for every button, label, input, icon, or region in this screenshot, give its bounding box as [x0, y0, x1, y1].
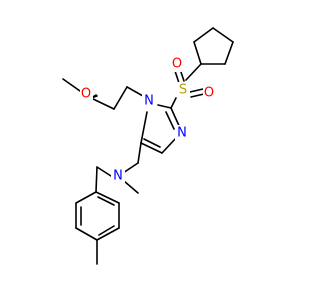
- bond-c4-c5-b: [143, 138, 161, 148]
- atom-bg-amine-n: [111, 168, 125, 184]
- bond-chain-2-3: [90, 97, 115, 110]
- atom-bg-o-upper: [171, 56, 184, 72]
- bond-ar-inner-2: [98, 225, 115, 236]
- sulfonyl-oxygen-upper-label: O: [172, 57, 182, 72]
- bond-c5-ch2: [137, 142, 142, 164]
- bond-ar-1: [75, 191, 97, 204]
- bond-c2-n3-a: [170, 107, 181, 129]
- bond-cyclopentyl-2: [193, 27, 214, 43]
- bond-ch2-n: [122, 162, 139, 174]
- bond-ar-6: [95, 191, 120, 204]
- bond-ar-3: [75, 227, 98, 241]
- bond-ar-inner-3: [97, 196, 115, 206]
- bond-s-o-lower-b: [190, 93, 205, 98]
- bond-cyclopentyl-1: [193, 41, 202, 65]
- bonds: [62, 27, 234, 265]
- molecule-structure-diagram: S O O N N O N: [62, 27, 234, 265]
- atom-bg-n1: [142, 93, 156, 109]
- bond-cyclopentyl-s: [185, 63, 202, 81]
- atom-bg-n3: [175, 125, 189, 141]
- bond-n-benzyl-ch2: [96, 166, 112, 177]
- atom-bg-s: [177, 82, 190, 98]
- bond-n3-c4: [161, 136, 178, 154]
- atom-labels: S O O N N O N: [80, 56, 216, 184]
- bond-n-methyl: [123, 180, 139, 194]
- atom-bg-methoxy-o: [80, 86, 93, 102]
- bond-n1-chain-1: [126, 86, 144, 97]
- sulfonyl-oxygen-lower-label: O: [204, 86, 214, 101]
- bond-benzyl-ch2-ring: [95, 166, 98, 193]
- bond-s-c2: [170, 97, 177, 109]
- sulfur-atom-label: S: [179, 83, 187, 98]
- bond-cyclopentyl-3: [212, 27, 234, 43]
- imidazole-n3-label: N: [177, 126, 187, 141]
- bond-s-o-lower-a: [189, 88, 204, 93]
- bond-chain-1-2: [113, 86, 128, 110]
- atom-bg-o-lower: [203, 85, 216, 101]
- bond-cyclopentyl-4: [224, 41, 234, 65]
- bond-c2-n1: [157, 104, 172, 109]
- bond-c5-n1: [140, 111, 148, 144]
- imidazole-n1-label: N: [144, 94, 154, 109]
- bond-ar-4: [96, 227, 120, 241]
- bond-o-methyl: [62, 78, 81, 92]
- methoxy-oxygen-label: O: [81, 87, 91, 102]
- bond-c2-n3-b: [165, 111, 175, 130]
- bond-c4-c5-a: [140, 142, 163, 154]
- amine-nitrogen-label: N: [113, 169, 123, 184]
